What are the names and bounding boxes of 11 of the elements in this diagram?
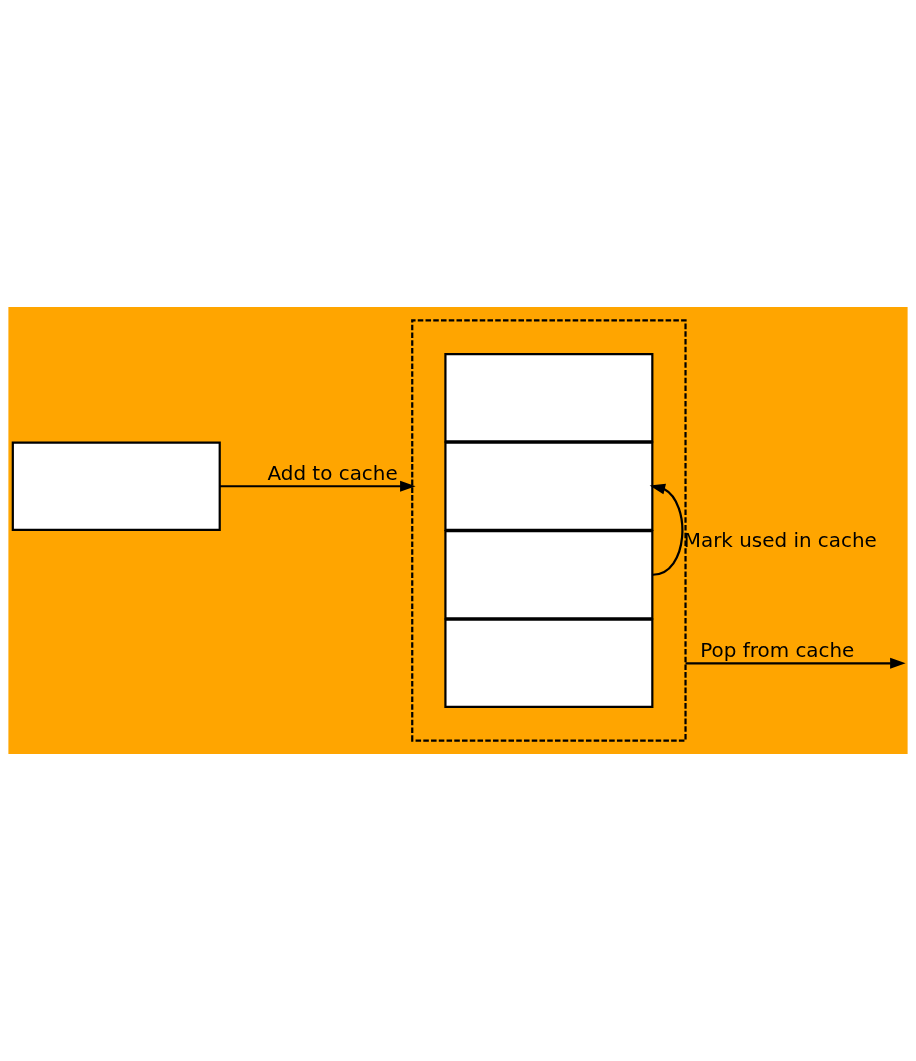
arrow xyxy=(649,483,684,576)
edge-label: Pop from cache xyxy=(700,639,855,663)
node-box xyxy=(444,352,654,443)
node-box xyxy=(444,618,654,709)
node-box xyxy=(444,441,654,532)
arrow xyxy=(219,480,416,492)
edge-label: Mark used in cache xyxy=(683,528,877,552)
node-box xyxy=(11,441,221,532)
arrow xyxy=(685,657,906,669)
edge-label: Add to cache xyxy=(267,462,398,486)
node-box xyxy=(444,529,654,620)
